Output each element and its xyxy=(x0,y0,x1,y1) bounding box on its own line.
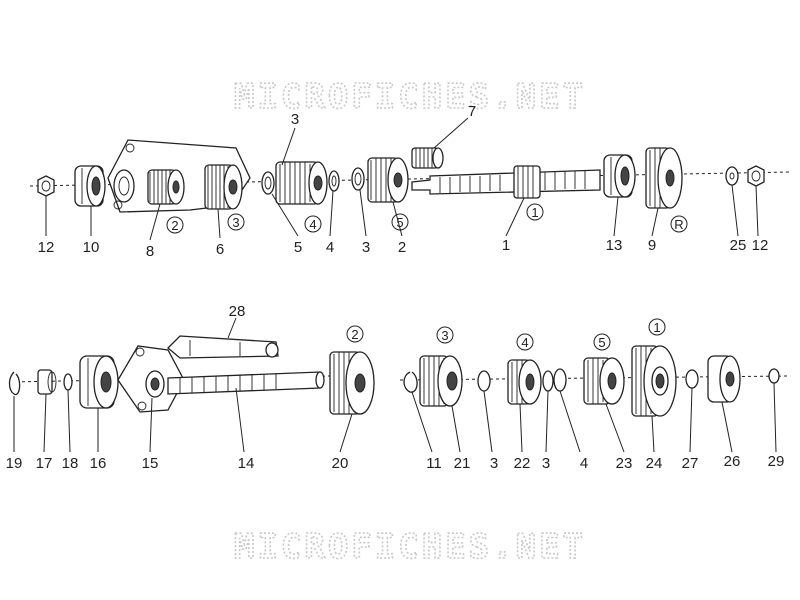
bearing-10 xyxy=(74,165,106,207)
gear-2-top xyxy=(367,157,409,203)
callout-3: 3 xyxy=(362,239,370,256)
callout-5: 5 xyxy=(294,239,302,256)
bottom-right-callouts: 11 21 3 22 3 4 23 24 27 26 29 3 4 5 1 xyxy=(426,318,785,472)
gear-6 xyxy=(204,164,243,210)
gear-mark-3: 3 xyxy=(232,215,239,230)
gear-9-reverse xyxy=(645,147,683,209)
washer-3-right xyxy=(351,167,365,191)
gear-mark-R: R xyxy=(674,217,683,232)
top-assembly xyxy=(29,117,791,241)
callout-28: 28 xyxy=(229,303,246,320)
callout-3: 3 xyxy=(542,455,550,472)
callout-12: 12 xyxy=(38,239,55,256)
circlip-29 xyxy=(768,368,780,384)
callout-22: 22 xyxy=(514,455,531,472)
gear-mark-2-bottom: 2 xyxy=(351,327,358,342)
callout-4: 4 xyxy=(580,455,588,472)
plate-15 xyxy=(117,345,185,413)
callout-29: 29 xyxy=(768,453,785,470)
callout-18: 18 xyxy=(62,455,79,472)
washer-25 xyxy=(725,166,739,186)
callout-4: 4 xyxy=(326,239,334,256)
gear-mark-1-bottom: 1 xyxy=(653,320,660,335)
callout-24: 24 xyxy=(646,455,663,472)
bottom-left-assembly xyxy=(8,317,375,453)
needle-bearing-7 xyxy=(411,147,444,169)
circlip-19 xyxy=(8,371,21,396)
washer-3-left xyxy=(261,171,275,195)
layshaft-14 xyxy=(167,371,325,395)
callout-10: 10 xyxy=(83,239,100,256)
callout-8: 8 xyxy=(146,243,154,260)
callout-23: 23 xyxy=(616,455,633,472)
selector-rail-28 xyxy=(167,335,279,359)
callout-6: 6 xyxy=(216,241,224,258)
main-shaft-1 xyxy=(411,165,601,199)
callout-15: 15 xyxy=(142,455,159,472)
washer-27 xyxy=(685,369,699,389)
callout-7: 7 xyxy=(468,103,476,120)
gear-22 xyxy=(507,359,542,405)
gear-mark-4: 4 xyxy=(309,217,316,232)
nut-12-left xyxy=(37,175,55,197)
bottom-right-assembly xyxy=(399,345,791,453)
top-callouts: 12 10 8 6 3 5 4 7 3 2 1 13 9 25 12 2 3 4… xyxy=(38,103,769,260)
callout-9: 9 xyxy=(648,237,656,254)
callout-12: 12 xyxy=(752,237,769,254)
callout-3: 3 xyxy=(490,455,498,472)
watermark-top: MICROFICHES.NET xyxy=(234,77,586,117)
gear-5-cluster xyxy=(275,161,328,205)
gear-mark-3-bottom: 3 xyxy=(441,328,448,343)
callout-27: 27 xyxy=(682,455,699,472)
callout-26: 26 xyxy=(724,453,741,470)
hub-26 xyxy=(707,355,741,403)
washer-18 xyxy=(63,373,73,391)
callout-20: 20 xyxy=(332,455,349,472)
gear-24 xyxy=(631,345,677,417)
callout-1: 1 xyxy=(502,237,510,254)
callout-25: 25 xyxy=(730,237,747,254)
callout-13: 13 xyxy=(606,237,623,254)
gear-21 xyxy=(419,355,463,407)
gear-23 xyxy=(583,357,625,405)
gear-8 xyxy=(147,169,185,205)
callout-21: 21 xyxy=(454,455,471,472)
callout-14: 14 xyxy=(238,455,255,472)
callout-19: 19 xyxy=(6,455,23,472)
bearing-13 xyxy=(603,154,636,198)
bearing-16 xyxy=(79,355,119,409)
gear-mark-4-bottom: 4 xyxy=(521,335,528,350)
callout-2: 2 xyxy=(398,239,406,256)
callout-11: 11 xyxy=(426,455,442,472)
bottom-left-callouts: 28 19 17 18 16 15 14 20 2 xyxy=(6,303,364,472)
washer-4-bottom xyxy=(553,368,567,392)
watermark-bottom: MICROFICHES.NET xyxy=(234,527,586,567)
gear-mark-2: 2 xyxy=(171,218,178,233)
gear-mark-1: 1 xyxy=(531,205,538,220)
callout-3: 3 xyxy=(291,111,299,128)
washer-3-bottom-a xyxy=(477,370,491,392)
washer-3-bottom-b xyxy=(542,370,554,392)
callout-17: 17 xyxy=(36,455,53,472)
gear-mark-5: 5 xyxy=(396,215,403,230)
gear-mark-5-bottom: 5 xyxy=(598,335,605,350)
callout-16: 16 xyxy=(90,455,107,472)
circlip-11 xyxy=(403,371,418,393)
gear-20 xyxy=(329,351,375,415)
nut-12-right xyxy=(747,165,765,187)
nut-17 xyxy=(37,369,57,395)
washer-4-top xyxy=(328,170,340,192)
